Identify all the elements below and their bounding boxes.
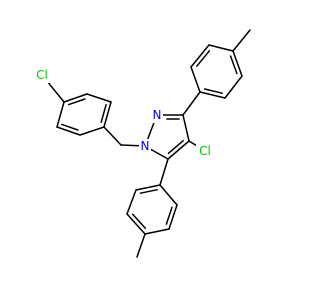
bond-tB6-tB1: [135, 184, 161, 191]
bond-tA3-tA4: [232, 50, 243, 77]
bond-c5-tB1: [159, 158, 169, 186]
bond-n1-n2: [146, 119, 156, 142]
label-cl-ring: Cl: [199, 144, 211, 158]
bond-tB6-tB1-inner: [139, 188, 158, 194]
bond-layer: [46, 29, 251, 258]
bond-tB3-tB4: [144, 228, 170, 235]
bond-ch2-bA1: [103, 126, 122, 146]
bond-bA4-bA5: [56, 101, 65, 128]
bond-tA1-tA2-inner: [203, 88, 223, 94]
bond-tB2-tB3-inner: [165, 206, 173, 225]
label-cl-benzyl: Cl: [36, 68, 48, 82]
atom-cl-benzyl: Cl: [33, 68, 51, 83]
bond-tB2-tB3: [168, 204, 178, 230]
bond-c3-c4: [182, 114, 190, 142]
bond-tA3-tA4-inner: [229, 55, 238, 75]
atom-n1: N: [139, 139, 151, 154]
label-n2: N: [153, 108, 162, 122]
bond-tA1-tA2: [199, 91, 226, 99]
bond-bA3-bA4: [63, 93, 88, 103]
bond-bA5-bA6-inner: [61, 123, 79, 131]
bond-c3-tA1: [182, 91, 201, 116]
atom-n2: N: [151, 108, 163, 123]
molecule-structure: Cl N N Cl: [33, 29, 251, 258]
label-n1: N: [141, 139, 150, 153]
bond-c4-c5-inner: [167, 139, 184, 155]
bond-tA4-tA5: [208, 44, 234, 52]
bond-tA5-tA6: [190, 44, 210, 68]
bond-tB1-tB2: [159, 184, 178, 206]
bond-bA4-clB: [46, 80, 65, 103]
bond-tB4-tB5-inner: [131, 213, 147, 230]
bond-tB4-meB: [136, 233, 146, 258]
bond-bA1-bA2: [103, 101, 112, 128]
bond-bA6-bA1: [79, 126, 105, 136]
atom-cl-ring: Cl: [196, 144, 215, 159]
bond-c4-c5: [167, 140, 190, 160]
bond-tA2-tA3: [224, 75, 243, 99]
bond-tA6-tA1: [190, 66, 201, 93]
bond-tA4-meA: [232, 29, 251, 52]
bond-n1-ch2: [120, 144, 140, 147]
bond-bA3-bA4-inner: [68, 98, 86, 106]
bond-tB5-tB6: [126, 189, 137, 215]
bond-tB4-tB5: [126, 213, 146, 235]
bond-bA1-bA2-inner: [100, 103, 107, 123]
bond-c5-n1: [149, 148, 169, 160]
bond-tA5-tA6-inner: [196, 50, 211, 67]
bond-bA5-bA6: [56, 126, 81, 136]
bond-bA2-bA3: [86, 93, 112, 103]
